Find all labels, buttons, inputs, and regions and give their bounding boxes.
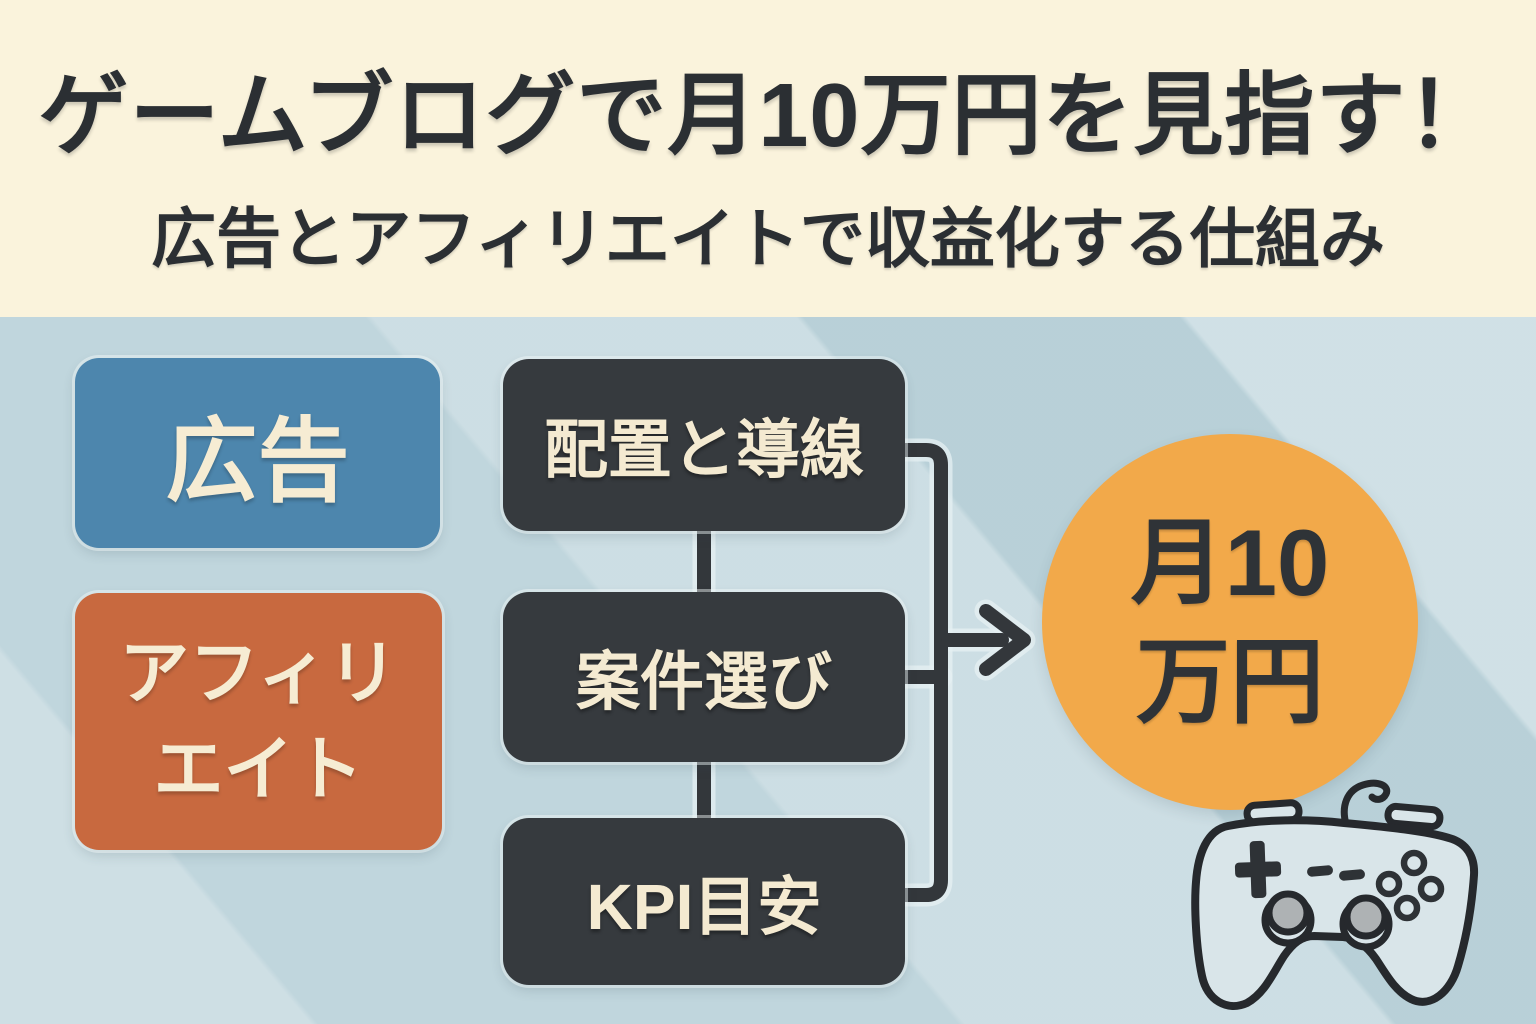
controller-right-bumper — [1384, 802, 1444, 831]
goal-label-line1: 月10 — [1130, 509, 1330, 615]
source-box-affiliate-label: アフィリ エイト — [119, 626, 398, 816]
controller-cable — [1340, 779, 1391, 828]
controller-select-button — [1307, 865, 1333, 877]
step-box-kpi-label: KPI目安 — [586, 870, 822, 943]
affiliate-label-line2: エイト — [153, 729, 364, 808]
step-box-kpi: KPI目安 — [503, 818, 905, 985]
header-banner: ゲームブログで月10万円を見指す！ 広告とアフィリエイトで収益化する仕組み — [0, 0, 1536, 317]
goal-circle: 月10 万円 — [1042, 434, 1418, 810]
controller-body — [1191, 816, 1479, 1010]
game-controller-icon — [1191, 779, 1479, 1010]
controller-start-button — [1339, 869, 1365, 881]
page-title: ゲームブログで月10万円を見指す！ — [38, 66, 1498, 166]
controller-left-stick-well — [1261, 893, 1315, 947]
step-box-placement: 配置と導線 — [503, 359, 905, 531]
affiliate-label-line1: アフィリ — [119, 634, 398, 713]
step-box-placement-label: 配置と導線 — [544, 414, 864, 486]
controller-dpad-icon — [1234, 840, 1282, 899]
source-box-ads-label: 広告 — [165, 410, 350, 513]
source-box-ads: 広告 — [75, 358, 440, 548]
step-box-offer-selection: 案件選び — [503, 592, 905, 762]
step-box-offer-selection-label: 案件選び — [576, 646, 832, 718]
flow-arrow-icon — [941, 604, 1031, 676]
goal-label: 月10 万円 — [1131, 503, 1330, 742]
controller-face-buttons — [1375, 849, 1445, 922]
controller-right-stick — [1343, 894, 1389, 940]
page-subtitle: 広告とアフィリエイトで収益化する仕組み — [151, 202, 1385, 275]
source-box-affiliate: アフィリ エイト — [75, 593, 442, 850]
goal-label-line2: 万円 — [1135, 629, 1324, 734]
controller-right-stick-well — [1339, 897, 1393, 951]
connector-bus — [905, 443, 948, 902]
controller-left-stick — [1265, 890, 1311, 936]
